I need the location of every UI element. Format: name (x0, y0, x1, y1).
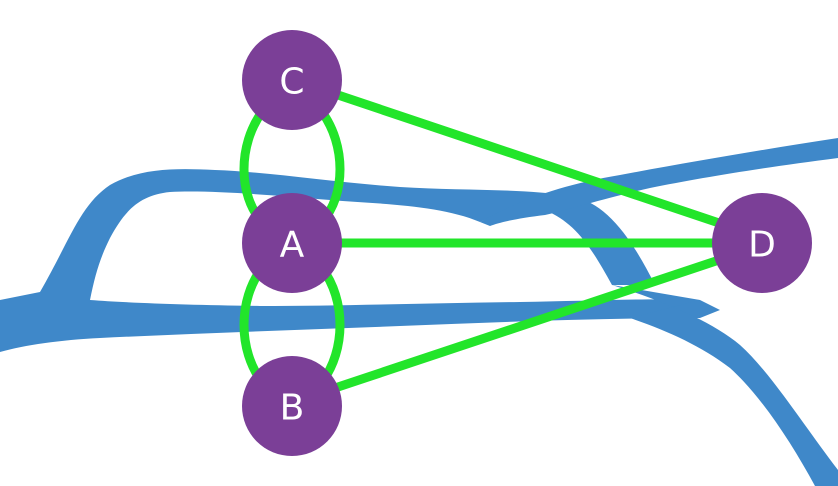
edge-b-d (330, 253, 730, 393)
node-c-circle (242, 30, 342, 130)
node-a-circle (242, 193, 342, 293)
graph-edges (239, 89, 730, 393)
graph-nodes: C A B D (242, 30, 812, 456)
node-c-label: C (279, 62, 304, 103)
river-lower-branch (612, 285, 838, 486)
river-upper-branch (480, 138, 838, 226)
node-b-circle (242, 356, 342, 456)
node-d-circle (712, 193, 812, 293)
river-island-channel (0, 169, 720, 352)
node-d: D (712, 193, 812, 293)
edge-a-b-right (317, 263, 345, 387)
node-d-label: D (748, 225, 776, 266)
node-a: A (242, 193, 342, 293)
edge-c-d (330, 89, 730, 230)
edge-a-b-left (239, 263, 267, 387)
node-b: B (242, 356, 342, 456)
node-c: C (242, 30, 342, 130)
node-b-label: B (280, 388, 305, 429)
river-map (0, 138, 838, 486)
node-a-label: A (280, 225, 305, 266)
